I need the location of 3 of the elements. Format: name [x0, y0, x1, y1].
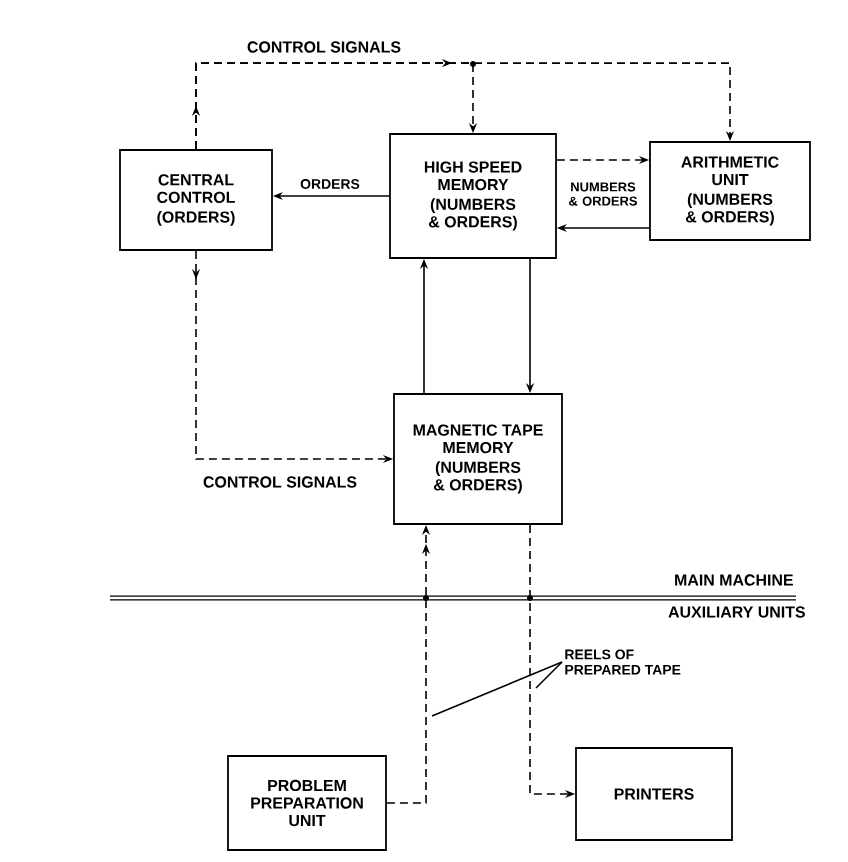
arrow [195, 59, 735, 150]
leader-line [535, 661, 563, 689]
leader-line [431, 661, 563, 717]
